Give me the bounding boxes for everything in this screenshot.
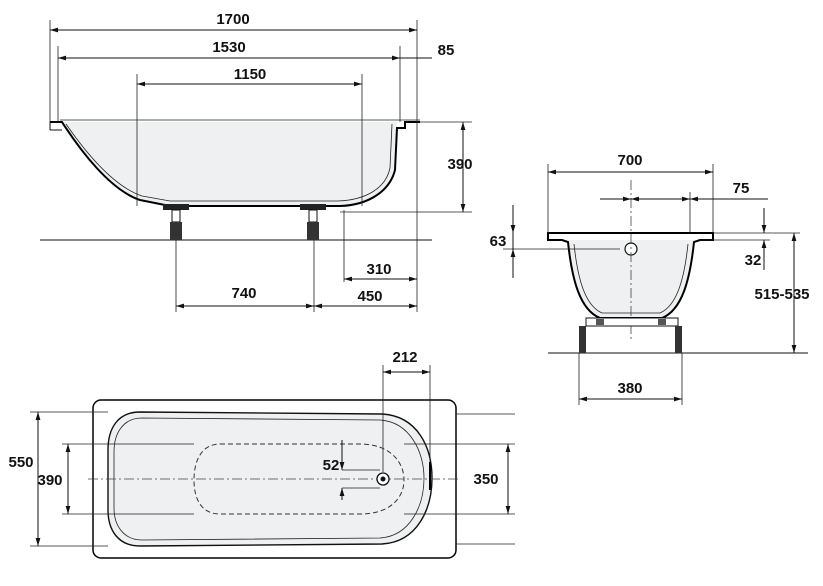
label-drain-offset: 75 <box>733 180 750 197</box>
label-inner-length: 1530 <box>212 39 245 56</box>
label-inner-width-left: 390 <box>37 472 62 489</box>
side-foot-right <box>300 204 326 240</box>
label-feet-spacing: 740 <box>231 285 256 302</box>
label-feet-width: 380 <box>617 380 642 397</box>
side-foot-left <box>163 204 189 240</box>
top-bottom-outline <box>193 443 405 515</box>
top-inner-basin <box>107 411 433 547</box>
label-inner-width-right: 350 <box>473 471 498 488</box>
label-feet-offset-outer: 450 <box>357 288 382 305</box>
end-view: 700 75 63 32 515-535 380 <box>490 152 810 405</box>
end-feet-frame <box>585 317 679 327</box>
label-rim-width: 85 <box>438 42 455 59</box>
label-total-length: 1700 <box>216 11 249 28</box>
label-end-width: 700 <box>617 152 642 169</box>
side-tub-outline <box>50 121 420 207</box>
label-rim-step: 32 <box>745 252 762 269</box>
label-height-range: 515-535 <box>754 286 809 303</box>
label-bottom-length: 1150 <box>234 66 267 83</box>
side-view: 1700 1530 85 1150 390 740 450 310 <box>40 11 473 312</box>
side-tub-fill <box>60 122 397 206</box>
label-depth: 390 <box>447 156 472 173</box>
label-top-drain-offset: 212 <box>392 349 417 366</box>
label-rim-height: 63 <box>490 233 507 250</box>
top-view: 212 52 550 390 350 <box>8 349 515 559</box>
label-outer-width: 550 <box>8 454 33 471</box>
label-feet-offset-inner: 310 <box>366 261 391 278</box>
label-drain-dia: 52 <box>323 457 340 474</box>
